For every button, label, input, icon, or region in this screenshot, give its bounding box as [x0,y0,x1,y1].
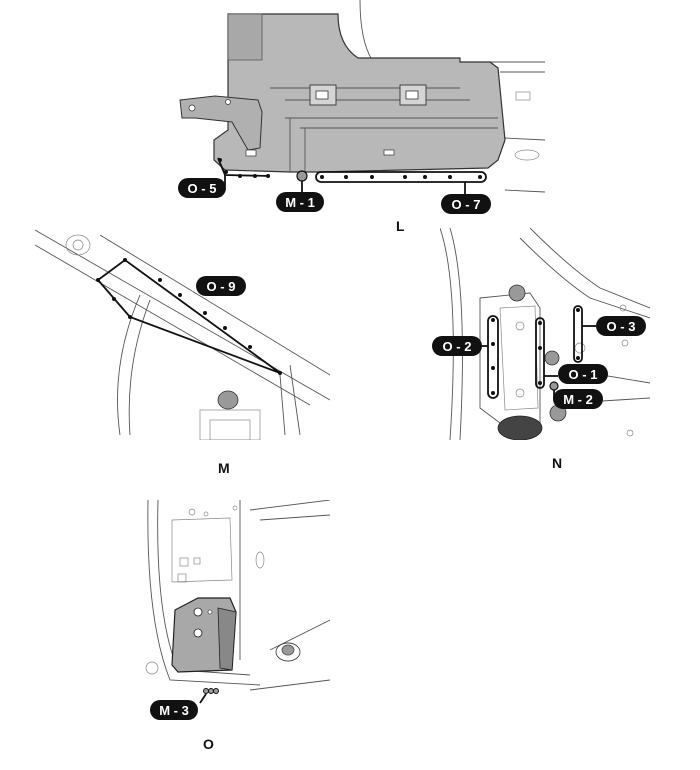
svg-text:M - 2: M - 2 [563,392,593,407]
svg-text:O - 3: O - 3 [607,319,636,334]
view-l-diagram [0,0,700,240]
view-o-diagram [110,500,330,710]
svg-text:O - 5: O - 5 [188,181,217,196]
callout-m1: M - 1 [276,192,324,212]
svg-text:M - 1: M - 1 [285,195,315,210]
callout-o5: O - 5 [178,178,226,198]
callout-o9: O - 9 [196,276,246,296]
callout-o1: O - 1 [558,364,608,384]
svg-text:O - 1: O - 1 [569,367,598,382]
view-m-diagram [30,225,330,440]
svg-text:M - 3: M - 3 [159,703,189,718]
callout-o7: O - 7 [441,194,491,214]
svg-text:O - 9: O - 9 [207,279,236,294]
callout-o3: O - 3 [596,316,646,336]
svg-text:O - 7: O - 7 [452,197,481,212]
view-label-m: M [218,460,230,476]
sill-panel [213,13,506,173]
view-label-n: N [552,455,563,471]
svg-text:O - 2: O - 2 [443,339,472,354]
callout-m3: M - 3 [150,700,198,720]
callout-o2: O - 2 [432,336,482,356]
view-label-o: O [203,736,214,752]
callout-m2: M - 2 [553,389,603,409]
view-label-l: L [396,218,405,234]
